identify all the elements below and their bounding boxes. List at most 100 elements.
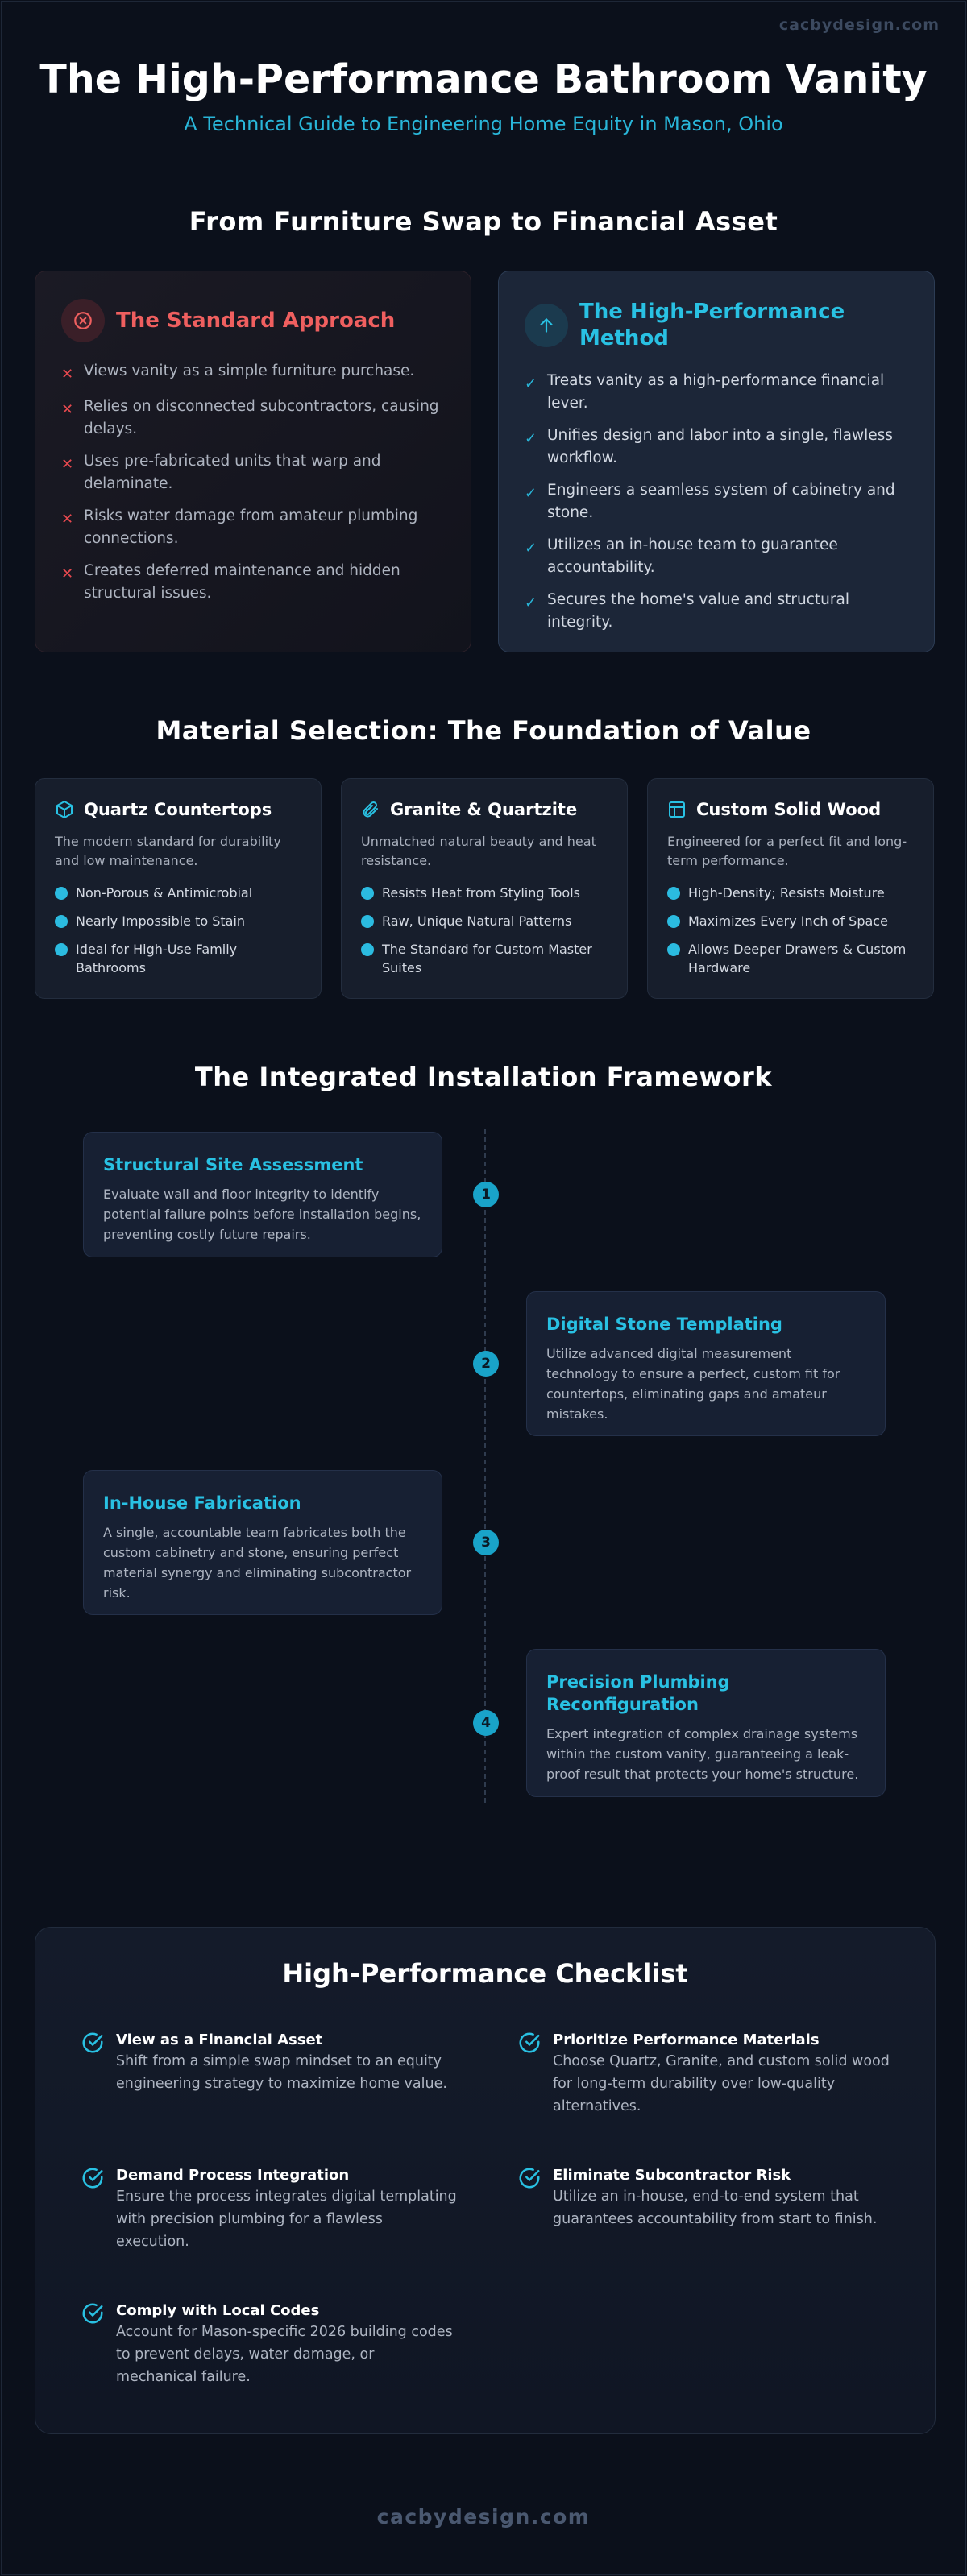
bullet-dot — [55, 887, 68, 900]
list-item: ✕Risks water damage from amateur plumbin… — [61, 505, 445, 550]
paperclip-icon — [363, 801, 378, 818]
step-number-badge: 2 — [473, 1351, 499, 1377]
list-item: ✕Creates deferred maintenance and hidden… — [61, 560, 445, 605]
framework-heading: The Integrated Installation Framework — [194, 1062, 773, 1092]
list-item: Ideal for High-Use Family Bathrooms — [55, 940, 301, 977]
page-title: The High-Performance Bathroom Vanity — [39, 56, 928, 102]
material-title: Granite & Quartzite — [390, 800, 578, 819]
timeline-line — [484, 1129, 486, 1803]
bullet-dot — [55, 915, 68, 928]
high-performance-method-title: The High-Performance Method — [579, 300, 845, 350]
material-title: Custom Solid Wood — [696, 800, 882, 819]
step-title: Precision Plumbing Reconfiguration — [546, 1672, 730, 1714]
checklist-item-title: Eliminate Subcontractor Risk — [553, 2167, 791, 2184]
material-description: Unmatched natural beauty and heat resist… — [361, 834, 596, 868]
cube-icon — [56, 801, 73, 818]
step-card-2: Digital Stone Templating Utilize advance… — [526, 1291, 886, 1436]
list-item: ✓Engineers a seamless system of cabinetr… — [525, 479, 908, 524]
step-description: Expert integration of complex drainage s… — [546, 1726, 859, 1782]
list-item: ✕Relies on disconnected subcontractors, … — [61, 396, 445, 441]
checklist-item-body: Shift from a simple swap mindset to an e… — [116, 2053, 447, 2092]
checklist-item-body: Utilize an in-house, end-to-end system t… — [553, 2189, 878, 2227]
list-item: ✓Secures the home's value and structural… — [525, 589, 908, 634]
checklist-item: Prioritize Performance Materials Choose … — [517, 2031, 896, 2118]
list-item: Maximizes Every Inch of Space — [667, 912, 914, 930]
check-circle-icon — [82, 2032, 103, 2053]
material-card-solid-wood: Custom Solid Wood Engineered for a perfe… — [647, 778, 934, 999]
list-item: Raw, Unique Natural Patterns — [361, 912, 608, 930]
bullet-dot — [361, 943, 374, 956]
bullet-dot — [667, 915, 680, 928]
checklist-item-title: Comply with Local Codes — [116, 2302, 320, 2319]
list-item: Allows Deeper Drawers & Custom Hardware — [667, 940, 914, 977]
step-title: Structural Site Assessment — [103, 1155, 363, 1174]
step-number-badge: 3 — [473, 1530, 499, 1555]
bullet-dot — [667, 887, 680, 900]
checklist-item-body: Account for Mason-specific 2026 building… — [116, 2324, 453, 2385]
material-description: The modern standard for durability and l… — [55, 834, 281, 868]
list-item: ✕Views vanity as a simple furniture purc… — [61, 360, 445, 386]
check-circle-icon — [82, 2303, 103, 2324]
arrow-up-circle-icon — [525, 304, 568, 347]
step-number-badge: 1 — [473, 1182, 499, 1207]
checklist-item: Demand Process Integration Ensure the pr… — [81, 2166, 459, 2253]
list-item: High-Density; Resists Moisture — [667, 884, 914, 902]
bullet-dot — [361, 915, 374, 928]
checklist-item: View as a Financial Asset Shift from a s… — [81, 2031, 459, 2095]
list-item: Non-Porous & Antimicrobial — [55, 884, 301, 902]
standard-approach-card: The Standard Approach ✕Views vanity as a… — [35, 271, 471, 652]
list-item: Nearly Impossible to Stain — [55, 912, 301, 930]
material-description: Engineered for a perfect fit and long-te… — [667, 834, 907, 868]
x-icon: ✕ — [61, 511, 74, 528]
standard-approach-title: The Standard Approach — [116, 308, 396, 333]
brand-footer[interactable]: cacbydesign.com — [376, 2505, 591, 2528]
brand-header[interactable]: cacbydesign.com — [778, 16, 940, 34]
step-description: Utilize advanced digital measurement tec… — [546, 1346, 840, 1422]
list-item: The Standard for Custom Master Suites — [361, 940, 608, 977]
list-item: ✓Unifies design and labor into a single,… — [525, 425, 908, 470]
checklist-item-body: Ensure the process integrates digital te… — [116, 2189, 457, 2250]
bullet-dot — [361, 887, 374, 900]
page-subtitle: A Technical Guide to Engineering Home Eq… — [184, 113, 783, 135]
check-circle-icon — [519, 2168, 540, 2189]
step-title: In-House Fabrication — [103, 1493, 301, 1513]
checklist-item: Comply with Local Codes Account for Maso… — [81, 2301, 459, 2388]
checklist-panel: High-Performance Checklist View as a Fin… — [35, 1927, 936, 2434]
check-circle-icon — [82, 2168, 103, 2189]
material-card-granite: Granite & Quartzite Unmatched natural be… — [341, 778, 628, 999]
check-circle-icon — [519, 2032, 540, 2053]
step-number-badge: 4 — [473, 1710, 499, 1736]
check-icon: ✓ — [525, 594, 537, 611]
check-icon: ✓ — [525, 430, 537, 447]
checklist-item: Eliminate Subcontractor Risk Utilize an … — [517, 2166, 896, 2230]
x-icon: ✕ — [61, 366, 74, 383]
list-item: ✓Treats vanity as a high-performance fin… — [525, 370, 908, 415]
step-description: Evaluate wall and floor integrity to ide… — [103, 1187, 421, 1242]
comparison-heading: From Furniture Swap to Financial Asset — [189, 206, 778, 237]
x-icon: ✕ — [61, 565, 74, 582]
material-card-quartz: Quartz Countertops The modern standard f… — [35, 778, 322, 999]
check-icon: ✓ — [525, 375, 537, 392]
checklist-heading: High-Performance Checklist — [282, 1958, 688, 1989]
checklist-item-title: Demand Process Integration — [116, 2167, 350, 2184]
step-description: A single, accountable team fabricates bo… — [103, 1525, 412, 1601]
step-card-4: Precision Plumbing Reconfiguration Exper… — [526, 1649, 886, 1797]
checklist-item-body: Choose Quartz, Granite, and custom solid… — [553, 2053, 890, 2114]
material-title: Quartz Countertops — [84, 800, 272, 819]
x-icon: ✕ — [61, 456, 74, 473]
list-item: ✓Utilizes an in-house team to guarantee … — [525, 534, 908, 579]
x-circle-icon — [61, 299, 105, 342]
layout-icon — [669, 801, 685, 818]
bullet-dot — [667, 943, 680, 956]
step-card-1: Structural Site Assessment Evaluate wall… — [83, 1132, 442, 1257]
x-icon: ✕ — [61, 401, 74, 418]
checklist-item-title: View as a Financial Asset — [116, 2031, 323, 2048]
check-icon: ✓ — [525, 540, 537, 557]
step-card-3: In-House Fabrication A single, accountab… — [83, 1470, 442, 1615]
check-icon: ✓ — [525, 485, 537, 502]
checklist-item-title: Prioritize Performance Materials — [553, 2031, 820, 2048]
high-performance-method-card: The High-Performance Method ✓Treats vani… — [498, 271, 935, 652]
materials-heading: Material Selection: The Foundation of Va… — [156, 715, 811, 746]
list-item: ✕Uses pre-fabricated units that warp and… — [61, 450, 445, 495]
